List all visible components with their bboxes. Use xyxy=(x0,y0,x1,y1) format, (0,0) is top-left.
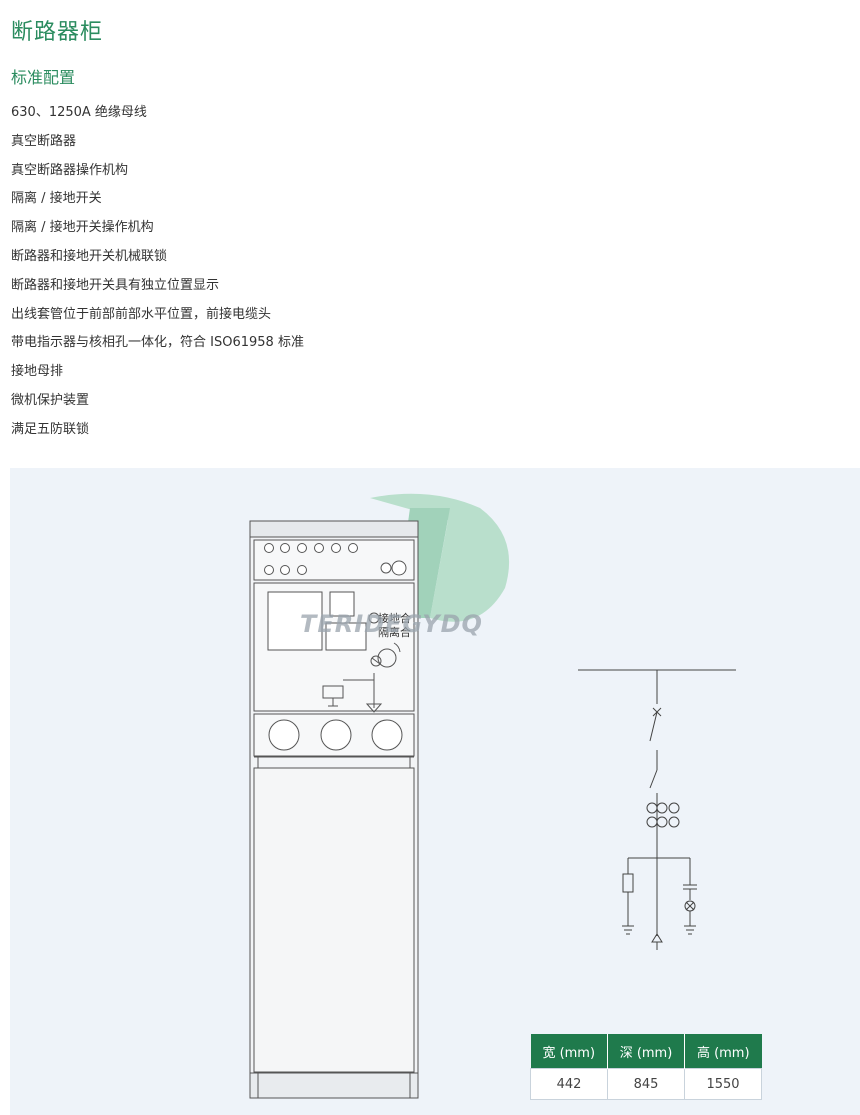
product-figure: 接地合 隔离合 xyxy=(10,468,860,1115)
list-item: 630、1250A 绝缘母线 xyxy=(11,105,147,120)
list-item: 真空断路器 xyxy=(11,133,77,149)
single-line-diagram xyxy=(578,669,736,950)
list-item: 出线套管位于前部前部水平位置，前接电缆头 xyxy=(11,306,272,322)
list-item: 真空断路器操作机构 xyxy=(11,162,129,178)
switchgear-cabinet xyxy=(249,520,419,1099)
feature-list: 630、1250A 绝缘母线 真空断路器 真空断路器操作机构 隔离 / 接地开关… xyxy=(11,103,304,449)
list-item: 满足五防联锁 xyxy=(11,421,90,437)
list-item: 带电指示器与核相孔一体化，符合 ISO61958 标准 xyxy=(11,335,304,351)
operating-mechanism xyxy=(322,612,401,713)
cable-windows xyxy=(268,719,403,751)
cabinet-diagram: 接地合 隔离合 xyxy=(249,493,736,1099)
section-subtitle: 标准配置 xyxy=(11,68,76,87)
table-header-row: 宽 (mm) 深 (mm) 高 (mm) xyxy=(530,1034,762,1069)
width-header: 宽 (mm) xyxy=(530,1034,608,1069)
label-earth-close: 接地合 xyxy=(378,611,411,625)
list-item: 隔离 / 接地开关操作机构 xyxy=(11,220,154,236)
list-item: 断路器和接地开关具有独立位置显示 xyxy=(11,277,220,293)
height-header: 高 (mm) xyxy=(684,1034,762,1069)
label-isolate-close: 隔离合 xyxy=(378,625,411,639)
width-value: 442 xyxy=(530,1068,608,1100)
depth-value: 845 xyxy=(607,1068,685,1100)
height-value: 1550 xyxy=(684,1068,762,1100)
indicator-lamps xyxy=(264,543,407,576)
list-item: 接地母排 xyxy=(11,364,64,380)
table-row: 442 845 1550 xyxy=(530,1068,762,1100)
brand-logo-text: TERIDEGYDQ xyxy=(300,610,483,638)
depth-header: 深 (mm) xyxy=(607,1034,685,1069)
list-item: 断路器和接地开关机械联锁 xyxy=(11,248,168,264)
page-title: 断路器柜 xyxy=(11,20,104,45)
list-item: 隔离 / 接地开关 xyxy=(11,191,102,207)
dimensions-table: 宽 (mm) 深 (mm) 高 (mm) 442 845 1550 xyxy=(530,1034,762,1100)
list-item: 微机保护装置 xyxy=(11,392,90,408)
